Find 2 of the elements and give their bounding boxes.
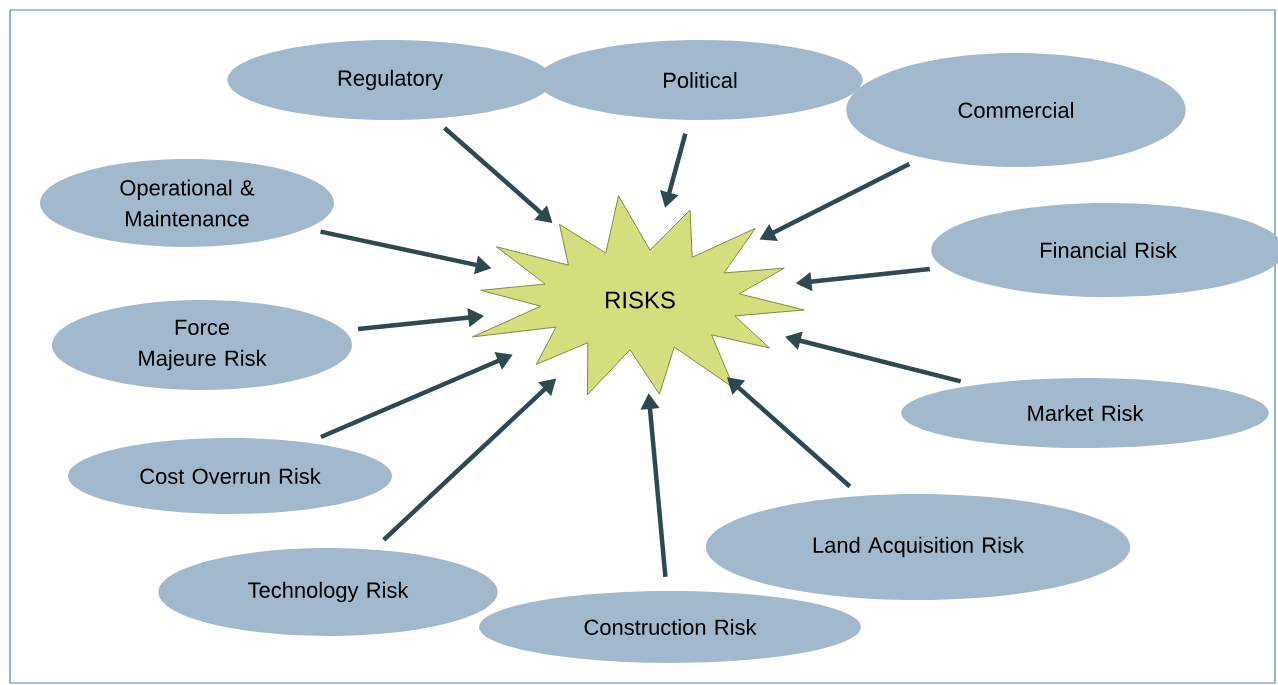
starburst: RISKS (472, 195, 805, 396)
arrow (727, 377, 852, 489)
